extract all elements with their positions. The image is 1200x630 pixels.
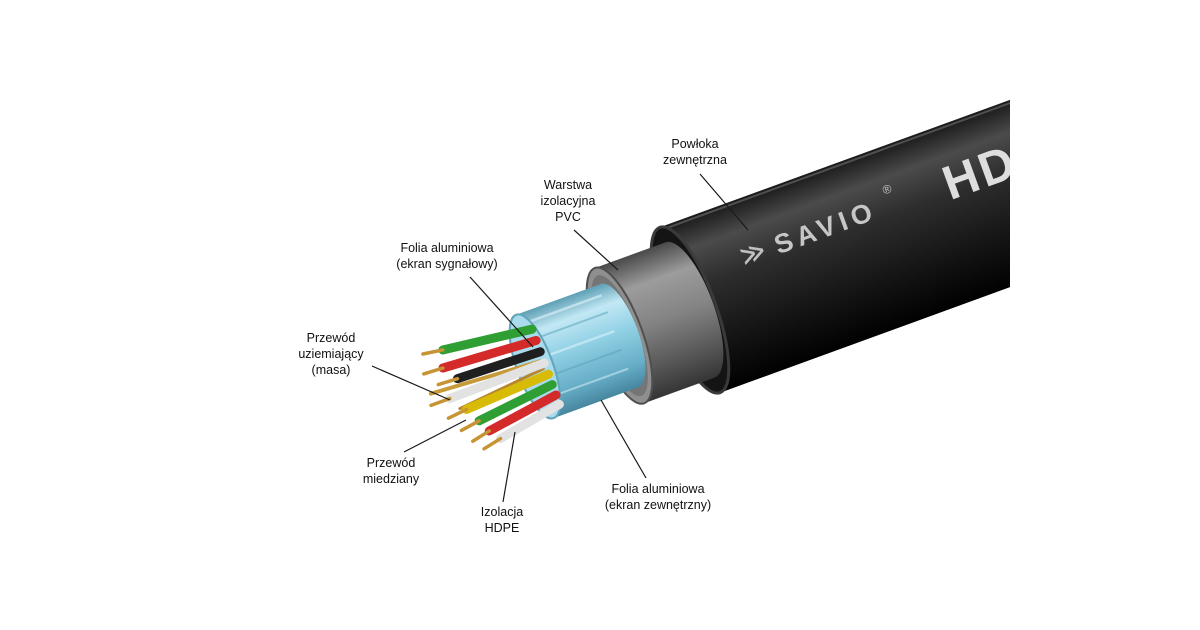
label-powloka-zewnetrzna: Powłoka zewnętrzna [663,137,727,167]
label-izolacja-hdpe: Izolacja HDPE [480,505,524,535]
leader-folia-aluminiowa-zewnetrzny [600,399,647,479]
wire-yellow [462,369,553,414]
wire-green-2 [474,380,557,426]
wire-red-2 [484,390,561,436]
label-folia-aluminiowa-zewnetrzny: Folia aluminiowa (ekran zewnętrzny) [604,482,712,512]
label-warstwa-izolacyjna-pvc: Warstwa izolacyjna PVC [540,178,596,224]
leader-przewod-uziemiajacy [371,365,451,401]
wire-green [438,324,537,355]
wire-bundle [421,324,564,451]
wire-white [445,358,549,403]
label-przewod-uziemiajacy-masa: Przewód uziemiający (masa) [298,331,364,377]
wire-red [438,335,541,373]
wire-black [452,347,545,384]
wire-white-2 [496,399,564,444]
copper-wire-tips [421,348,503,451]
label-folia-aluminiowa-sygnalowy: Folia aluminiowa (ekran sygnałowy) [396,241,498,271]
leader-izolacja-hdpe [502,431,516,503]
leader-warstwa-izolacyjna-pvc [573,229,619,271]
label-przewod-miedziany: Przewód miedziany [362,456,420,486]
leader-przewod-miedziany [403,419,467,453]
leader-folia-aluminiowa-sygnalowy [469,276,534,348]
leader-powloka-zewnetrzna [699,173,749,231]
